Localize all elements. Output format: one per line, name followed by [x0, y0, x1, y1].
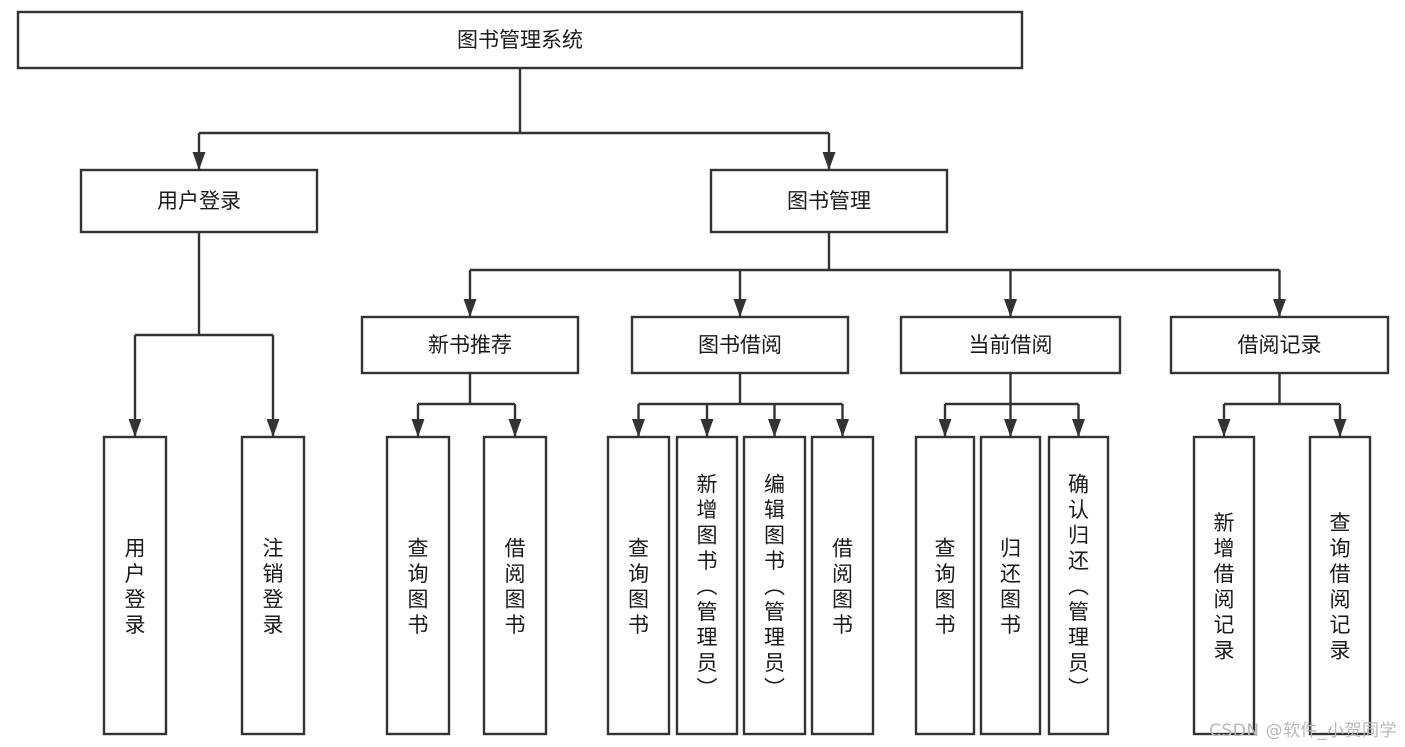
- node-box: [102, 435, 168, 736]
- node-box: [810, 435, 875, 736]
- node-label: 用户登录: [125, 536, 146, 637]
- arrow-head-icon: [1273, 299, 1286, 317]
- node-label: 查询借阅记录: [1330, 511, 1351, 663]
- node-leaf-query-book-c[interactable]: 查询图书: [914, 435, 976, 736]
- node-book-manage[interactable]: 图书管理: [709, 168, 949, 234]
- arrow-head-icon: [836, 419, 849, 437]
- arrow-head-icon: [508, 419, 522, 437]
- node-label: 新增图书︵管理员︶: [697, 473, 718, 701]
- node-box: [914, 435, 976, 736]
- node-leaf-return-book[interactable]: 归还图书: [979, 435, 1042, 736]
- node-box: [742, 435, 807, 736]
- node-layer: 图书管理系统用户登录图书管理新书推荐图书借阅当前借阅借阅记录用户登录注销登录查询…: [16, 10, 1390, 736]
- arrow-head-icon: [822, 152, 836, 170]
- node-box: [709, 168, 949, 234]
- node-label: 查询图书: [408, 536, 429, 637]
- node-leaf-confirm-return[interactable]: 确认归还︵管理员︶: [1047, 435, 1110, 736]
- node-box: [360, 315, 580, 375]
- arrow-head-icon: [463, 299, 477, 317]
- node-label: 新增借阅记录: [1214, 511, 1235, 663]
- node-box: [1169, 315, 1390, 375]
- node-label: 查询图书: [628, 536, 649, 637]
- arrow-head-icon: [1004, 419, 1017, 437]
- node-label: 图书借阅: [698, 333, 782, 357]
- arrow-head-icon: [266, 419, 280, 437]
- node-label: 归还图书: [1000, 536, 1021, 637]
- node-box: [1308, 435, 1372, 736]
- node-box: [240, 435, 306, 736]
- node-leaf-edit-book[interactable]: 编辑图书︵管理员︶: [742, 435, 807, 736]
- node-box: [385, 435, 451, 736]
- node-label: 借阅图书: [505, 536, 526, 637]
- arrow-head-icon: [1217, 419, 1231, 437]
- arrow-head-icon: [1072, 419, 1085, 437]
- node-leaf-add-book[interactable]: 新增图书︵管理员︶: [675, 435, 739, 736]
- arrow-head-icon: [411, 419, 425, 437]
- arrow-head-icon: [733, 299, 747, 317]
- node-new-book-rec[interactable]: 新书推荐: [360, 315, 580, 375]
- node-current-borrow[interactable]: 当前借阅: [899, 315, 1122, 375]
- node-label: 用户登录: [157, 189, 241, 213]
- node-label: 编辑图书︵管理员︶: [764, 473, 785, 701]
- arrow-head-icon: [700, 419, 714, 437]
- node-box: [16, 10, 1024, 70]
- node-box: [675, 435, 739, 736]
- node-box: [1047, 435, 1110, 736]
- node-leaf-borrow-book-a[interactable]: 借阅图书: [482, 435, 548, 736]
- node-root[interactable]: 图书管理系统: [16, 10, 1024, 70]
- node-box: [899, 315, 1122, 375]
- node-book-borrow[interactable]: 图书借阅: [630, 315, 850, 375]
- node-label: 注销登录: [263, 536, 284, 637]
- node-label: 当前借阅: [969, 333, 1053, 357]
- node-label: 借阅图书: [832, 536, 853, 637]
- node-borrow-record[interactable]: 借阅记录: [1169, 315, 1390, 375]
- node-user-login[interactable]: 用户登录: [79, 168, 319, 234]
- node-label: 借阅记录: [1238, 333, 1322, 357]
- node-leaf-add-record[interactable]: 新增借阅记录: [1192, 435, 1256, 736]
- arrow-head-icon: [128, 419, 142, 437]
- arrow-head-icon: [1004, 299, 1017, 317]
- node-label: 确认归还︵管理员︶: [1068, 473, 1089, 701]
- node-leaf-user-login[interactable]: 用户登录: [102, 435, 168, 736]
- node-box: [630, 315, 850, 375]
- node-box: [79, 168, 319, 234]
- node-label: 图书管理系统: [457, 28, 583, 52]
- node-label: 图书管理: [787, 189, 871, 213]
- arrow-head-icon: [632, 419, 645, 437]
- node-leaf-query-book-b[interactable]: 查询图书: [606, 435, 671, 736]
- node-box: [482, 435, 548, 736]
- node-leaf-logout[interactable]: 注销登录: [240, 435, 306, 736]
- arrow-head-icon: [938, 419, 952, 437]
- node-label: 查询图书: [935, 536, 956, 637]
- node-leaf-borrow-book-b[interactable]: 借阅图书: [810, 435, 875, 736]
- node-box: [606, 435, 671, 736]
- arrow-head-icon: [1333, 419, 1347, 437]
- node-leaf-query-book-a[interactable]: 查询图书: [385, 435, 451, 736]
- node-box: [979, 435, 1042, 736]
- node-leaf-query-record[interactable]: 查询借阅记录: [1308, 435, 1372, 736]
- node-box: [1192, 435, 1256, 736]
- connector-layer: [128, 68, 1347, 437]
- arrow-head-icon: [768, 419, 781, 437]
- node-label: 新书推荐: [428, 333, 512, 357]
- arrow-head-icon: [192, 152, 206, 170]
